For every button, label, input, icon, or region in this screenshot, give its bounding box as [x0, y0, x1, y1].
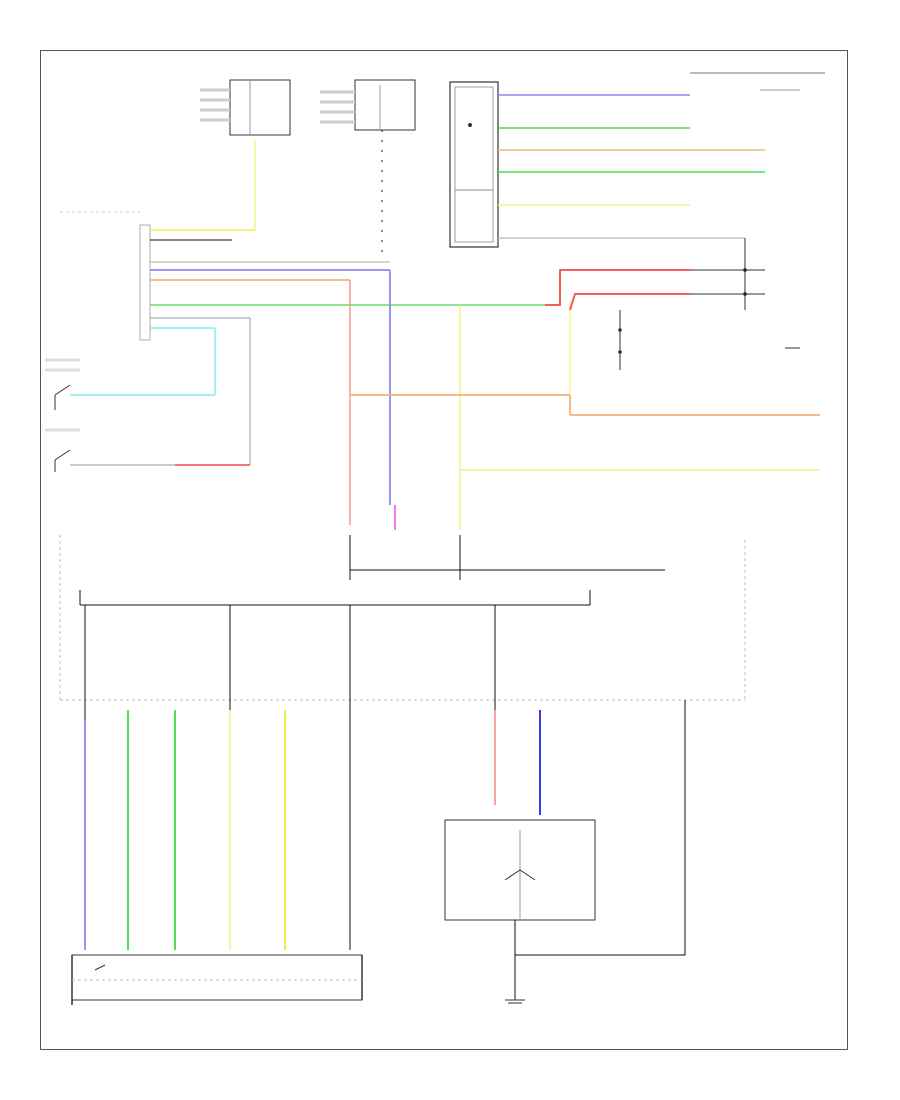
red-wires [545, 269, 800, 370]
center-verticals [349, 270, 820, 530]
door-lock-actuator [71, 954, 363, 1005]
ground-icon [505, 999, 525, 1004]
switch-icon [504, 869, 536, 881]
bottom-wires [84, 700, 686, 1000]
top-right-wires [498, 94, 765, 310]
power-window-switch-block [449, 81, 499, 248]
switch-icon [54, 384, 71, 396]
fuse-box-center [320, 79, 416, 260]
center-switch-box [444, 819, 596, 955]
left-connector [60, 211, 151, 341]
fuse-box-left [200, 79, 291, 136]
left-wires [150, 140, 545, 465]
module-verticals [84, 605, 496, 720]
bus-lines [59, 535, 746, 701]
switch-icon [94, 964, 106, 971]
left-switches [45, 358, 250, 472]
switch-icon [54, 449, 71, 461]
